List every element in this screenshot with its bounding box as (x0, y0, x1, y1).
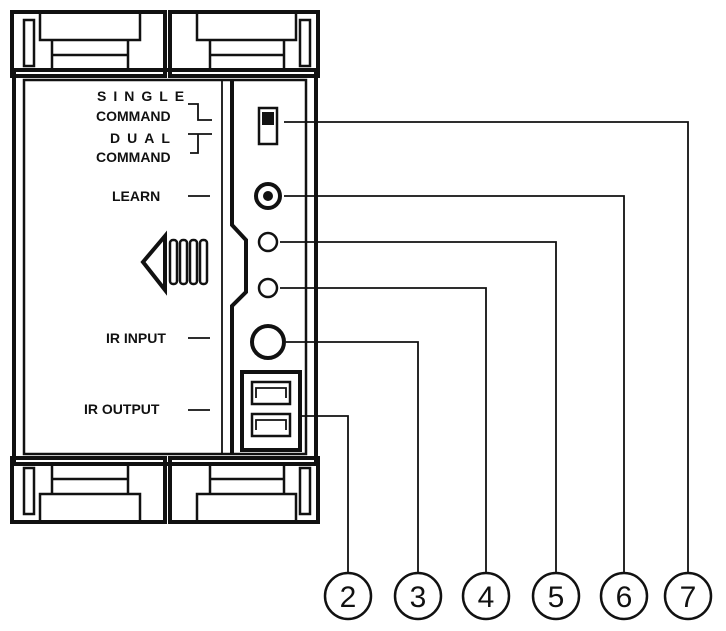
callout-6-number: 6 (616, 581, 633, 614)
callout-4-number: 4 (478, 581, 495, 614)
leader-line-2 (300, 415, 349, 573)
callout-5-number: 5 (548, 581, 565, 614)
callout-2-number: 2 (340, 581, 357, 614)
leader-line-4 (280, 287, 487, 573)
ir-input-jack (250, 324, 286, 360)
bottom-left-clip-frame (10, 456, 167, 524)
callout-6: 6 (599, 571, 649, 621)
callout-7-circle (663, 571, 713, 621)
bottom-left-clip-detail (50, 464, 130, 494)
ir-output-port-1-slot (255, 387, 287, 398)
top-left-clip-frame (10, 10, 167, 78)
callout-5: 5 (531, 571, 581, 621)
top-left-clip-tab (22, 18, 36, 68)
bottom-left-clip-notch (38, 492, 142, 522)
leader-line-5 (280, 241, 557, 573)
single-command-bracket (188, 103, 212, 121)
dual-label-line1: DUAL (110, 130, 177, 146)
grip-bar-2 (178, 238, 189, 286)
ir-output-terminal (240, 370, 302, 452)
single-label-line2: COMMAND (96, 108, 171, 124)
grip-bar-1 (168, 238, 179, 286)
grip-bar-3 (188, 238, 199, 286)
leader-line-3 (286, 341, 419, 573)
callout-2-circle (323, 571, 373, 621)
leader-line-6 (284, 195, 625, 573)
top-right-clip-notch (195, 12, 298, 42)
mode-switch (257, 106, 279, 146)
learn-button-center (263, 191, 273, 201)
bottom-right-clip-notch (195, 492, 298, 522)
indicator-led-lower (257, 277, 279, 299)
ir-output-label: IR OUTPUT (84, 401, 160, 417)
callout-2: 2 (323, 571, 373, 621)
bottom-right-clip-frame (168, 456, 320, 524)
bottom-right-clip-tab (298, 466, 312, 516)
callout-3: 3 (393, 571, 443, 621)
bottom-mounting-clips (10, 456, 320, 524)
bottom-right-clip-detail (208, 464, 286, 494)
ir-output-terminal-frame (240, 370, 302, 452)
single-label-line1: SINGLE (97, 88, 191, 104)
dual-command-bracket (188, 133, 212, 154)
top-left-clip-notch (38, 12, 142, 42)
leader-line-7 (284, 121, 689, 573)
callout-4-circle (461, 571, 511, 621)
ir-input-label: IR INPUT (106, 330, 166, 346)
callout-6-circle (599, 571, 649, 621)
arrow-head (140, 230, 167, 296)
callout-7: 7 (663, 571, 713, 621)
top-right-clip-detail (208, 40, 286, 70)
callout-3-circle (393, 571, 443, 621)
panel-divider (230, 80, 248, 454)
indicator-led-upper (257, 231, 279, 253)
top-mounting-clips (10, 10, 320, 78)
ir-output-port-2 (250, 412, 292, 438)
mode-switch-body (257, 106, 279, 146)
callout-4: 4 (461, 571, 511, 621)
learn-button (254, 182, 282, 210)
arrow-grip-icon (140, 230, 209, 296)
grip-bar-4 (198, 238, 209, 286)
device-body (12, 68, 318, 466)
top-right-clip-tab (298, 18, 312, 68)
top-right-clip-frame (168, 10, 320, 78)
learn-label: LEARN (112, 188, 160, 204)
callout-3-number: 3 (410, 581, 427, 614)
mode-switch-slider (262, 112, 274, 125)
learn-button-outer (254, 182, 282, 210)
ir-output-port-1 (250, 380, 292, 406)
bottom-left-clip-tab (22, 466, 36, 516)
callout-7-number: 7 (680, 581, 697, 614)
ir-output-port-2-slot (255, 419, 287, 430)
dual-label-line2: COMMAND (96, 149, 171, 165)
device-face-plate (22, 78, 308, 456)
top-left-clip-detail (50, 40, 130, 70)
callout-5-circle (531, 571, 581, 621)
